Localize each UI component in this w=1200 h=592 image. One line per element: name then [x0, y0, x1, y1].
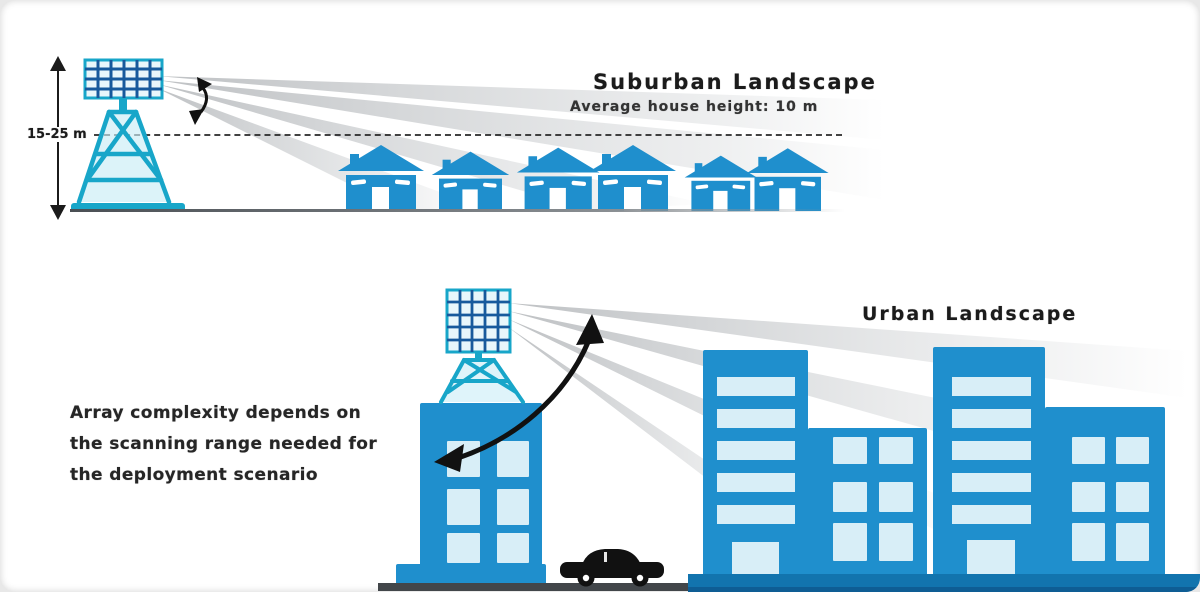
door [967, 540, 1015, 576]
window [497, 533, 529, 563]
door [732, 542, 779, 576]
urban-building-annex-1 [808, 428, 927, 576]
house-icon [684, 155, 757, 212]
scan-range-arrow-icon [434, 314, 604, 472]
tower-height-label: 15-25 m [24, 127, 90, 142]
window [1072, 482, 1105, 512]
urban-scene: Array complexity depends on the scanning… [0, 250, 1200, 592]
window [833, 523, 867, 561]
urban-building-tall-1 [703, 350, 808, 576]
urban-building-annex-2 [1045, 407, 1165, 576]
window [1116, 523, 1149, 561]
house-icon [431, 151, 510, 211]
window [497, 441, 529, 477]
urban-building-tall-2 [933, 347, 1045, 576]
urban-road-edge [688, 587, 1200, 592]
suburban-title: Suburban Landscape [593, 70, 877, 94]
street-ground [378, 583, 693, 591]
car-icon [560, 549, 664, 587]
window [447, 489, 480, 525]
window [1116, 482, 1149, 512]
rooftop-tower-icon [439, 288, 525, 404]
window [879, 437, 913, 464]
window [1072, 523, 1105, 561]
suburban-ground-line [70, 209, 845, 212]
suburban-subtitle: Average house height: 10 m [570, 99, 819, 115]
window [833, 482, 867, 512]
elevation-scan-arrow-icon [189, 77, 212, 125]
antenna-array-icon [445, 288, 512, 354]
house-icon [590, 145, 676, 211]
window [833, 437, 867, 464]
house-icon [338, 145, 424, 211]
urban-title: Urban Landscape [862, 303, 1078, 325]
suburban-scene: 15-25 m [0, 0, 1200, 250]
window [497, 489, 529, 525]
window [447, 533, 480, 563]
beam [157, 76, 885, 140]
house-icon [746, 148, 829, 211]
house-icon [516, 147, 600, 211]
window [879, 523, 913, 561]
house-row [338, 145, 829, 212]
window [1072, 437, 1105, 464]
lattice-tower-icon [76, 109, 172, 205]
window [1116, 437, 1149, 464]
window-slots [952, 377, 1031, 535]
macro-tower-icon [71, 58, 185, 212]
window-slots [717, 377, 795, 535]
roof-height-dashed-line [84, 134, 842, 136]
antenna-array-icon [83, 58, 164, 100]
tower-building [420, 403, 542, 575]
window [879, 482, 913, 512]
array-complexity-note: Array complexity depends on the scanning… [70, 403, 378, 485]
